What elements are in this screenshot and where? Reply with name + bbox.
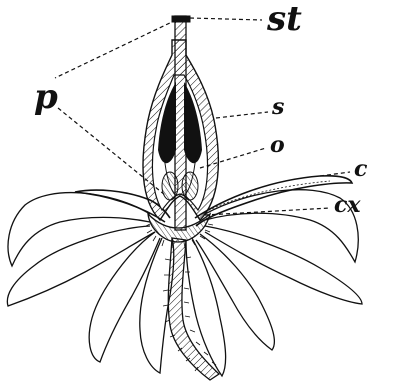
leader-p-upper xyxy=(55,20,176,78)
style-column xyxy=(175,16,186,230)
calyx-lobe-right xyxy=(195,176,352,226)
label-cx: cx xyxy=(334,194,361,216)
pedicel xyxy=(163,238,219,380)
label-o: o xyxy=(270,134,285,156)
petal-lower-right xyxy=(196,234,274,350)
label-p: p xyxy=(34,80,58,114)
petal-lower-left xyxy=(89,232,160,362)
leader-st xyxy=(190,18,262,20)
label-c: c xyxy=(354,158,367,180)
label-st: st xyxy=(267,2,302,36)
label-s: s xyxy=(272,96,284,118)
leader-s xyxy=(216,112,268,118)
